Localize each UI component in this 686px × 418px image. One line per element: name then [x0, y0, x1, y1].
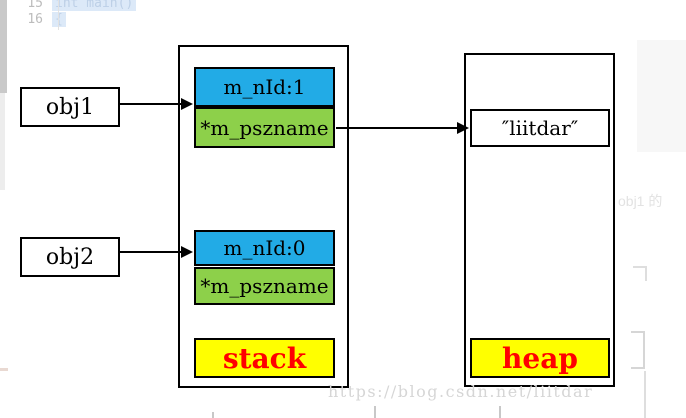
code-line-16: 16 {	[0, 12, 66, 27]
background-tick	[499, 406, 501, 418]
background-text-fragment: obj1 的	[618, 193, 663, 209]
watermark-url: https://blog.csdn.net/liitdar	[328, 382, 594, 401]
heap-label-text: heap	[502, 341, 578, 375]
pointer-arrow-obj2-to-stack	[118, 246, 193, 258]
stack-label-text: stack	[222, 341, 307, 375]
code-line-15: 15 int main()	[0, 0, 137, 11]
pointer-arrow-pszname-to-heap	[336, 122, 469, 134]
field-m-nid-obj2: m_nId:0	[194, 230, 335, 266]
scrollbar[interactable]	[0, 0, 7, 93]
page-edge	[0, 93, 5, 190]
background-bracket	[633, 266, 647, 281]
field-m-pszname-obj1: *m_pszname	[194, 107, 335, 148]
page-background-wash	[637, 40, 686, 152]
editor-gutter-divider	[58, 0, 59, 30]
object-box-obj1: obj1	[20, 87, 120, 127]
object-box-obj2: obj2	[20, 237, 120, 277]
line-number: 16	[27, 12, 43, 27]
background-tick	[374, 406, 376, 418]
object-label: obj1	[45, 94, 95, 120]
heap-label: heap	[470, 338, 610, 378]
field-label: m_nId:0	[223, 236, 306, 260]
background-line	[644, 371, 646, 418]
stack-container: m_nId:1 *m_pszname m_nId:0 *m_pszname st…	[178, 45, 349, 388]
pointer-arrow-obj1-to-stack	[120, 98, 193, 110]
line-number: 15	[27, 0, 43, 11]
background-bracket	[631, 331, 645, 369]
field-label: m_nId:1	[223, 75, 306, 99]
heap-string-box: ″liitdar″	[470, 109, 610, 147]
stack-label: stack	[194, 338, 335, 378]
field-m-nid-obj1: m_nId:1	[194, 67, 335, 107]
object-label: obj2	[45, 244, 95, 270]
field-label: *m_pszname	[200, 115, 329, 140]
page-edge-mark	[0, 368, 8, 371]
field-m-pszname-obj2: *m_pszname	[194, 267, 335, 305]
string-literal: ″liitdar″	[501, 116, 579, 140]
background-tick	[212, 412, 214, 418]
code-text: int main()	[52, 0, 137, 11]
heap-container: ″liitdar″ heap	[464, 53, 615, 387]
field-label: *m_pszname	[200, 274, 329, 298]
